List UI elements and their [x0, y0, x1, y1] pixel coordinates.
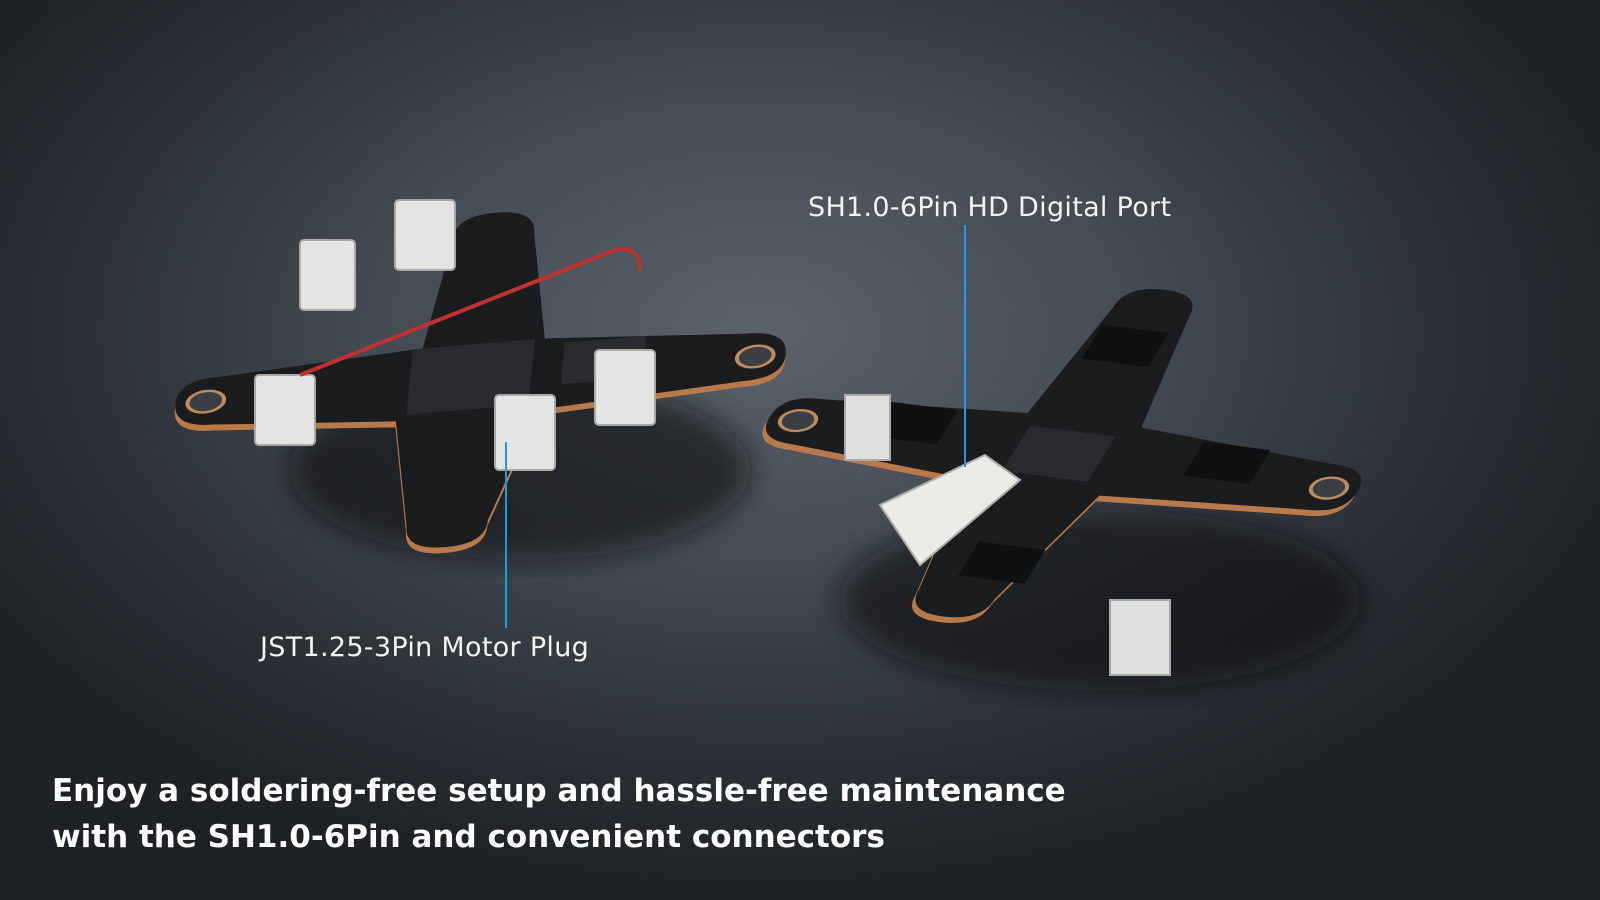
caption-line-2: with the SH1.0-6Pin and convenient conne… [52, 819, 885, 855]
caption-line-1: Enjoy a soldering-free setup and hassle-… [52, 773, 1066, 809]
antenna-wire [299, 247, 642, 377]
motor-plug-callout-line [505, 442, 507, 628]
caption: Enjoy a soldering-free setup and hassle-… [52, 768, 1066, 860]
hd-port-connector [878, 453, 1022, 567]
left-motor-connectors [254, 199, 656, 471]
hd-port-callout-line [964, 225, 966, 467]
motor-plug-label: JST1.25-3Pin Motor Plug [260, 632, 590, 663]
right-esc-board [762, 289, 1362, 623]
right-motor-plugs [844, 394, 1171, 676]
hd-port-label: SH1.0-6Pin HD Digital Port [808, 192, 1172, 223]
